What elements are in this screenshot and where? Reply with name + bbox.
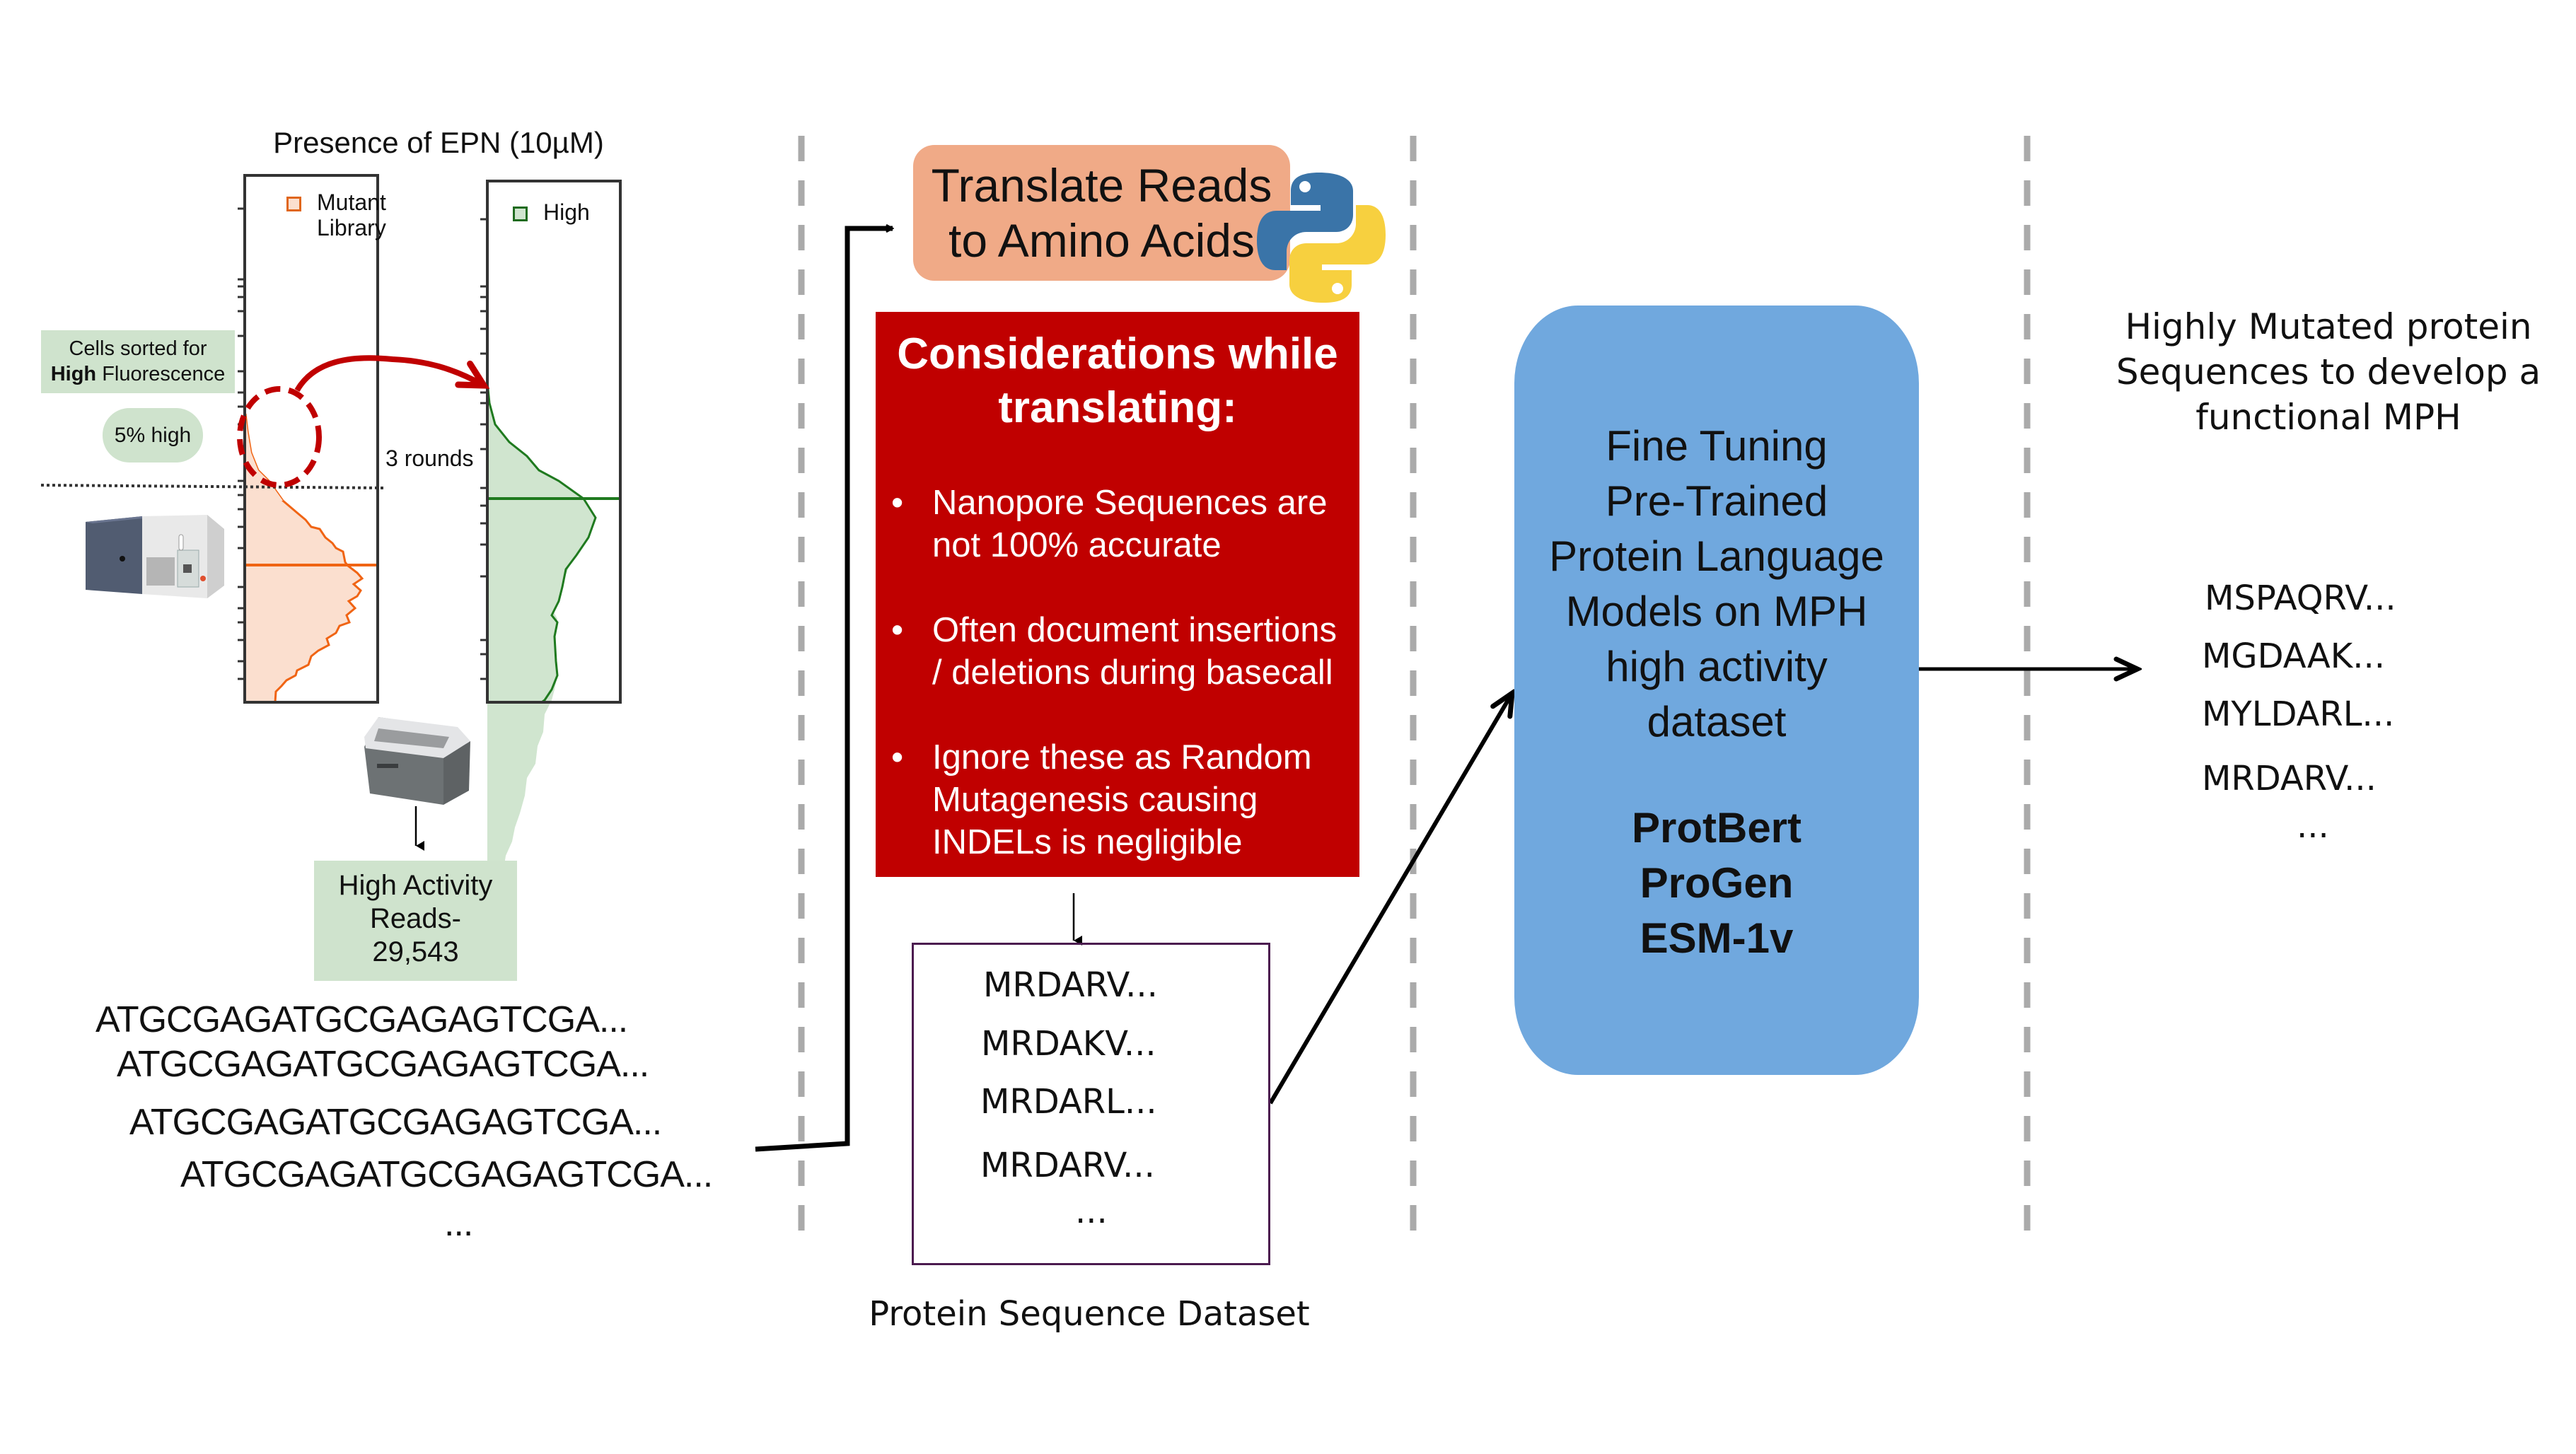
output-sequences-more: ...: [2297, 806, 2329, 846]
dataset-caption: Protein Sequence Dataset: [869, 1294, 1310, 1334]
mutant-swatch-icon: [286, 197, 301, 211]
legend-high-label: High: [543, 199, 590, 225]
considerations-title-line1: Considerations while: [897, 330, 1338, 378]
cells-sorted-rest: Fluorescence: [96, 363, 226, 385]
model-name: ESM-1v: [1640, 914, 1794, 962]
mutant-library-fill: [245, 488, 362, 702]
finetune-model-box: Fine Tuning Pre-Trained Protein Language…: [1514, 306, 1919, 1075]
protein-sequence-dataset-box: [912, 943, 1270, 1265]
dna-read: ATGCGAGATGCGAGAGTCGA...: [129, 1102, 662, 1143]
bullet-line: not 100% accurate: [932, 526, 1222, 564]
high-fill: [487, 417, 588, 912]
cells-sorted-bold: High: [50, 363, 97, 385]
cell-sorter-icon: [86, 515, 224, 598]
legend-mutant-line2: Library: [317, 215, 386, 240]
output-title-line: functional MPH: [2195, 397, 2461, 438]
considerations-title-line2: translating:: [998, 383, 1237, 432]
protein-sequences-more: ...: [1075, 1192, 1108, 1231]
high-curve: [486, 381, 597, 703]
finetune-line: high activity: [1606, 643, 1828, 690]
high-plot-frame: [486, 180, 622, 704]
dna-read: ATGCGAGATGCGAGAGTCGA...: [117, 1044, 649, 1085]
dna-read: ATGCGAGATGCGAGAGTCGA...: [180, 1154, 713, 1195]
model-name: ProGen: [1640, 859, 1794, 907]
high-fill-main: [487, 382, 596, 849]
mutant-library-curve: [244, 413, 364, 703]
bullet-line: / deletions during basecall: [932, 653, 1333, 692]
bullet-icon: •: [891, 611, 904, 649]
finetune-description: Fine Tuning Pre-Trained Protein Language…: [1514, 419, 1919, 750]
output-sequence: MGDAAK...: [2202, 636, 2385, 676]
pct-high-badge: 5% high: [103, 408, 203, 463]
high-activity-line1: High Activity: [338, 870, 493, 901]
read-count: 29,543: [372, 936, 459, 967]
protein-sequence: MRDAKV...: [981, 1024, 1156, 1064]
translate-line2: to Amino Acids: [948, 214, 1255, 267]
cells-sorted-label: Cells sorted for High Fluorescence: [41, 330, 235, 393]
mutant-library-histogram: [238, 174, 379, 704]
output-title-line: Sequences to develop a: [2116, 351, 2541, 392]
output-sequence: MSPAQRV...: [2205, 578, 2396, 618]
finetune-line: Fine Tuning: [1606, 422, 1828, 470]
considerations-title: Considerations while translating:: [876, 327, 1359, 435]
high-histogram: [480, 180, 622, 912]
sort-gate-ellipse: [237, 386, 322, 488]
translate-reads-box: Translate Reads to Amino Acids: [913, 145, 1290, 281]
bullet-line: Nanopore Sequences are: [932, 484, 1328, 522]
legend-high: High: [513, 199, 590, 226]
considerations-box: Considerations while translating: • Nano…: [876, 312, 1359, 877]
high-swatch-icon: [513, 207, 528, 221]
bullet-line: Mutagenesis causing: [932, 781, 1258, 819]
legend-mutant-line1: Mutant: [317, 190, 386, 215]
sort-gate-line: [40, 484, 384, 489]
output-sequence: MYLDARL...: [2202, 694, 2395, 734]
output-title: Highly Mutated protein Sequences to deve…: [2087, 304, 2570, 440]
high-activity-reads-box: High Activity Reads- 29,543: [314, 861, 517, 981]
cells-sorted-line1: Cells sorted for: [69, 337, 207, 360]
plot-title: Presence of EPN (10µM): [273, 126, 604, 159]
finetune-line: Models on MPH: [1565, 588, 1868, 635]
output-title-line: Highly Mutated protein: [2125, 306, 2532, 347]
model-name: ProtBert: [1631, 804, 1802, 851]
bullet-icon: •: [891, 484, 904, 522]
dna-reads-more: ...: [444, 1203, 473, 1244]
reads-to-translate-connector: [755, 228, 893, 1152]
python-logo-icon: [1257, 173, 1386, 303]
dna-read: ATGCGAGATGCGAGAGTCGA...: [95, 999, 628, 1040]
protein-sequence: MRDARV...: [983, 965, 1158, 1005]
bullet-line: Ignore these as Random: [932, 738, 1312, 777]
rounds-label: 3 rounds: [385, 446, 474, 471]
protein-sequence: MRDARL...: [980, 1082, 1157, 1122]
finetune-line: Protein Language: [1549, 533, 1884, 580]
model-list: ProtBert ProGen ESM-1v: [1514, 801, 1919, 966]
bullet-line: Often document insertions: [932, 611, 1337, 649]
translate-line1: Translate Reads: [931, 159, 1272, 211]
protein-sequence: MRDARV...: [980, 1146, 1155, 1185]
bullet-line: INDELs is negligible: [932, 823, 1243, 861]
nanopore-sequencer-icon: [364, 717, 470, 805]
finetune-line: dataset: [1647, 698, 1787, 745]
bullet-icon: •: [891, 738, 904, 777]
high-activity-line2: Reads-: [370, 903, 461, 934]
mutant-plot-frame: [243, 174, 379, 704]
output-sequence: MRDARV...: [2202, 759, 2377, 798]
sort-arrow: [294, 355, 490, 392]
finetune-line: Pre-Trained: [1605, 477, 1828, 525]
legend-mutant-library: Mutant Library: [286, 190, 386, 240]
